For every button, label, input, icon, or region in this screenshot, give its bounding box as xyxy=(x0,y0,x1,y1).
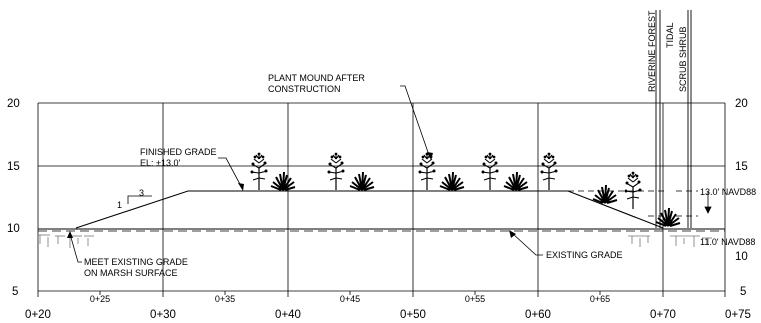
riverine-forest-plantings xyxy=(249,152,643,210)
elevation-labels-left: 20 15 10 5 xyxy=(7,98,20,298)
marsh-surface-hatch xyxy=(38,234,712,248)
plant-mound-label-line1: PLANT MOUND AFTER xyxy=(268,73,365,83)
existing-grade-line xyxy=(38,228,725,232)
tree-icon xyxy=(623,171,643,210)
tidal-label: TIDAL xyxy=(665,22,675,48)
tree-icon xyxy=(249,152,269,191)
finished-grade-leader xyxy=(218,157,243,189)
meet-existing-label-line2: ON MARSH SURFACE xyxy=(84,268,178,278)
shrub-icon xyxy=(503,171,529,191)
station-label-0-30: 0+30 xyxy=(150,309,176,321)
elev-11-label: 11.0' NAVD88 xyxy=(700,237,755,247)
station-label-0-50: 0+50 xyxy=(400,309,426,321)
elev-label-right-10: 10 xyxy=(735,251,748,263)
shrub-icon xyxy=(349,171,375,191)
finished-grade-label-line1: FINISHED GRADE xyxy=(140,147,217,157)
tree-icon xyxy=(326,152,346,191)
finished-grade-leader-arrow xyxy=(238,183,244,191)
slope-indicator xyxy=(127,195,152,204)
meet-existing-leader xyxy=(69,233,82,263)
elev-label-right-5: 5 xyxy=(740,286,746,298)
tree-icon xyxy=(480,152,500,191)
plant-mound-profile xyxy=(75,190,664,229)
meet-existing-leader-arrow xyxy=(67,231,73,238)
station-labels-major: 0+20 0+30 0+40 0+50 0+60 0+70 0+75 xyxy=(25,309,751,321)
existing-grade-leader xyxy=(511,232,543,256)
station-label-0-60: 0+60 xyxy=(525,309,551,321)
elev-label-left-20: 20 xyxy=(7,98,20,110)
riverine-forest-label: RIVERINE FOREST xyxy=(647,10,657,92)
shrub-icon xyxy=(592,184,618,204)
elev-label-right-20: 20 xyxy=(735,98,748,110)
plant-mound-leader xyxy=(400,85,431,159)
shrub-icon xyxy=(439,171,465,191)
station-label-0-40: 0+40 xyxy=(275,309,301,321)
grid xyxy=(37,102,726,292)
finished-grade-label-line2: EL: ±13.0' xyxy=(140,158,180,168)
station-label-0-25: 0+25 xyxy=(90,294,110,304)
existing-grade-label: EXISTING GRADE xyxy=(546,250,623,260)
existing-grade-leader-arrow xyxy=(509,230,516,238)
station-label-0-20: 0+20 xyxy=(25,309,51,321)
elev-label-left-10: 10 xyxy=(7,223,20,235)
elev-13-label: 13.0' NAVD88 xyxy=(700,187,756,197)
slope-run-label: 3 xyxy=(139,188,144,198)
plant-mound-label-line2: CONSTRUCTION xyxy=(268,84,341,94)
elev-label-right-15: 15 xyxy=(735,161,748,173)
meet-existing-label-line1: MEET EXISTING GRADE xyxy=(84,257,188,267)
tree-icon xyxy=(417,152,437,191)
zone-boundaries xyxy=(655,10,692,228)
station-ticks xyxy=(37,291,726,297)
elev-label-left-5: 5 xyxy=(12,286,18,298)
station-label-0-65: 0+65 xyxy=(590,294,610,304)
station-label-0-75: 0+75 xyxy=(725,309,751,321)
elevation-markers xyxy=(568,190,712,217)
elevation-labels-right: 20 15 10 5 xyxy=(735,98,748,298)
station-label-0-45: 0+45 xyxy=(340,294,360,304)
shrub-icon xyxy=(270,171,296,191)
station-label-0-70: 0+70 xyxy=(650,309,676,321)
scrub-shrub-label: SCRUB SHRUB xyxy=(678,26,688,92)
station-label-0-55: 0+55 xyxy=(465,294,485,304)
station-label-0-35: 0+35 xyxy=(215,294,235,304)
tree-icon xyxy=(539,152,559,191)
slope-rise-label: 1 xyxy=(117,200,122,210)
elev-label-left-15: 15 xyxy=(7,161,20,173)
station-labels-minor: 0+25 0+35 0+45 0+55 0+65 xyxy=(90,294,610,304)
